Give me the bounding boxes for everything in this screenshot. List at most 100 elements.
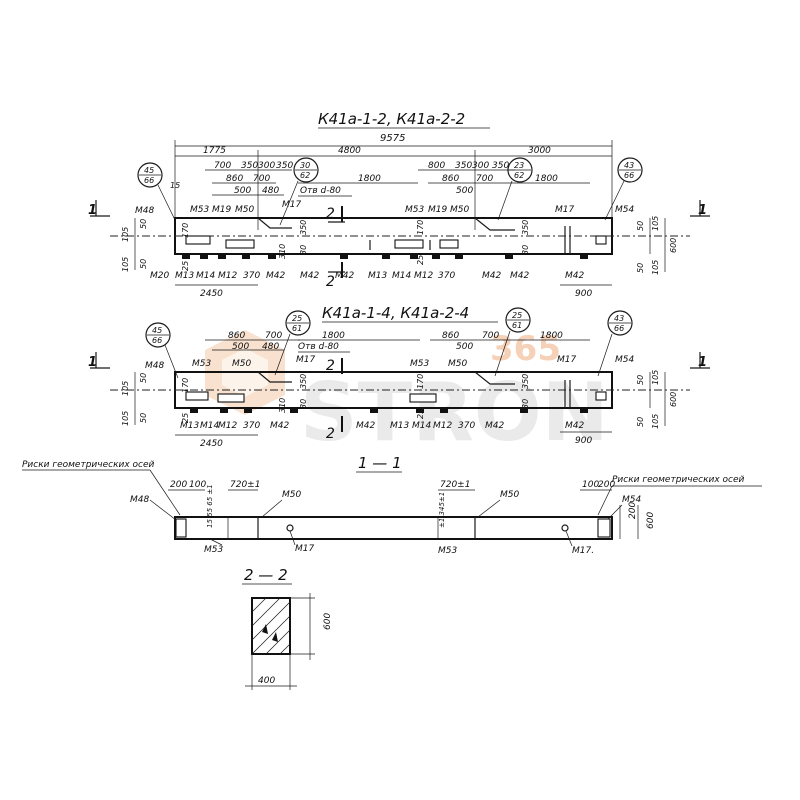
svg-text:25: 25 — [181, 261, 190, 271]
svg-text:600: 600 — [669, 392, 678, 407]
svg-text:М53: М53 — [405, 205, 424, 215]
svg-text:М19: М19 — [428, 205, 447, 215]
svg-text:200: 200 — [628, 502, 638, 519]
svg-text:2: 2 — [326, 358, 335, 374]
svg-text:900: 900 — [575, 289, 592, 299]
callout-43-66-mid: 43 66 — [597, 310, 633, 377]
svg-text:105: 105 — [121, 227, 130, 242]
svg-text:25: 25 — [416, 255, 425, 265]
svg-text:М14: М14 — [392, 271, 411, 281]
dim-800: 800 — [428, 161, 445, 171]
svg-text:310: 310 — [278, 398, 287, 413]
hatching — [252, 598, 290, 654]
svg-text:105: 105 — [121, 257, 130, 272]
svg-text:200: 200 — [598, 480, 615, 490]
svg-text:М48: М48 — [130, 495, 149, 505]
svg-text:М53: М53 — [410, 359, 429, 369]
svg-text:М50: М50 — [500, 490, 519, 500]
svg-text:105: 105 — [651, 370, 660, 385]
svg-text:45: 45 — [152, 326, 162, 335]
svg-text:М13: М13 — [175, 271, 194, 281]
svg-text:1: 1 — [88, 355, 97, 370]
section-2-2: 2 — 2 600 400 — [242, 566, 333, 690]
callout-45-66: 45 66 — [137, 162, 176, 221]
svg-text:М50: М50 — [450, 205, 469, 215]
dim-480: 480 — [262, 186, 279, 196]
svg-text:50: 50 — [139, 413, 148, 423]
svg-text:2: 2 — [326, 206, 335, 222]
svg-text:М42: М42 — [565, 421, 584, 431]
svg-text:900: 900 — [575, 436, 592, 446]
svg-text:2: 2 — [326, 274, 335, 290]
svg-text:66: 66 — [144, 176, 154, 185]
section-2-2-title: 2 — 2 — [244, 566, 288, 584]
svg-text:М13: М13 — [390, 421, 409, 431]
svg-text:370: 370 — [243, 271, 260, 281]
svg-text:М14: М14 — [196, 271, 215, 281]
svg-text:105: 105 — [121, 381, 130, 396]
svg-text:50: 50 — [636, 417, 645, 427]
svg-text:30: 30 — [521, 245, 530, 255]
svg-text:170: 170 — [181, 378, 190, 393]
callout-25-61-mid-b: 25 61 — [494, 307, 531, 377]
svg-text:М53: М53 — [204, 545, 223, 555]
svg-text:2: 2 — [326, 426, 335, 442]
top-view: К41а-1-2, К41а-2-2 9575 1775 4800 3000 7… — [88, 110, 710, 299]
svg-text:15: 15 — [170, 181, 180, 190]
svg-text:350: 350 — [521, 374, 530, 389]
top-title: К41а-1-2, К41а-2-2 — [318, 110, 465, 128]
dim-350b: 350 — [276, 161, 293, 171]
dim-300c: 300 — [472, 161, 489, 171]
svg-text:М19: М19 — [212, 205, 231, 215]
callout-23-62: 23 62 — [497, 157, 533, 221]
svg-text:50: 50 — [636, 221, 645, 231]
right-axis-note: Риски геометрических осей — [612, 475, 745, 485]
svg-text:600: 600 — [646, 512, 656, 529]
svg-text:М42: М42 — [485, 421, 504, 431]
section-width: 400 — [258, 676, 275, 686]
svg-text:50: 50 — [139, 219, 148, 229]
svg-text:М50: М50 — [235, 205, 254, 215]
svg-text:М17: М17 — [555, 205, 574, 215]
svg-text:370: 370 — [438, 271, 455, 281]
dim-1800: 1800 — [358, 174, 381, 184]
svg-text:100: 100 — [582, 480, 599, 490]
svg-text:50: 50 — [636, 263, 645, 273]
svg-text:66: 66 — [624, 171, 634, 180]
dim-700b: 700 — [253, 174, 270, 184]
svg-text:500: 500 — [232, 342, 249, 352]
svg-text:2450: 2450 — [200, 439, 223, 449]
svg-text:М54: М54 — [615, 205, 634, 215]
svg-text:61: 61 — [512, 321, 522, 330]
section-1-1: 1 — 1 Риски геометрических осей Риски ге… — [22, 454, 762, 556]
mark-m48: М48 — [135, 206, 154, 216]
svg-text:М53: М53 — [190, 205, 209, 215]
svg-text:М50: М50 — [232, 359, 251, 369]
svg-text:30: 30 — [521, 399, 530, 409]
dim-300: 300 — [258, 161, 275, 171]
svg-text:860: 860 — [228, 331, 245, 341]
svg-text:200: 200 — [170, 480, 187, 490]
svg-text:М42: М42 — [510, 271, 529, 281]
svg-text:105: 105 — [651, 260, 660, 275]
svg-text:62: 62 — [300, 171, 310, 180]
svg-text:1800: 1800 — [540, 331, 563, 341]
svg-text:М20: М20 — [150, 271, 169, 281]
svg-text:61: 61 — [292, 324, 302, 333]
section-height: 600 — [323, 613, 333, 630]
dim-350d: 350 — [492, 161, 509, 171]
svg-text:М14: М14 — [200, 421, 219, 431]
svg-text:45: 45 — [144, 166, 154, 175]
svg-text:350: 350 — [299, 220, 308, 235]
svg-text:М42: М42 — [335, 271, 354, 281]
dim-1800b: 1800 — [535, 174, 558, 184]
dim-500b: 500 — [456, 186, 473, 196]
svg-text:25: 25 — [181, 413, 190, 423]
svg-text:170: 170 — [416, 374, 425, 389]
svg-text:105: 105 — [121, 411, 130, 426]
dim-700c: 700 — [476, 174, 493, 184]
dim-350: 350 — [241, 161, 258, 171]
svg-text:50: 50 — [139, 373, 148, 383]
hole-note: Отв d-80 — [300, 186, 341, 196]
